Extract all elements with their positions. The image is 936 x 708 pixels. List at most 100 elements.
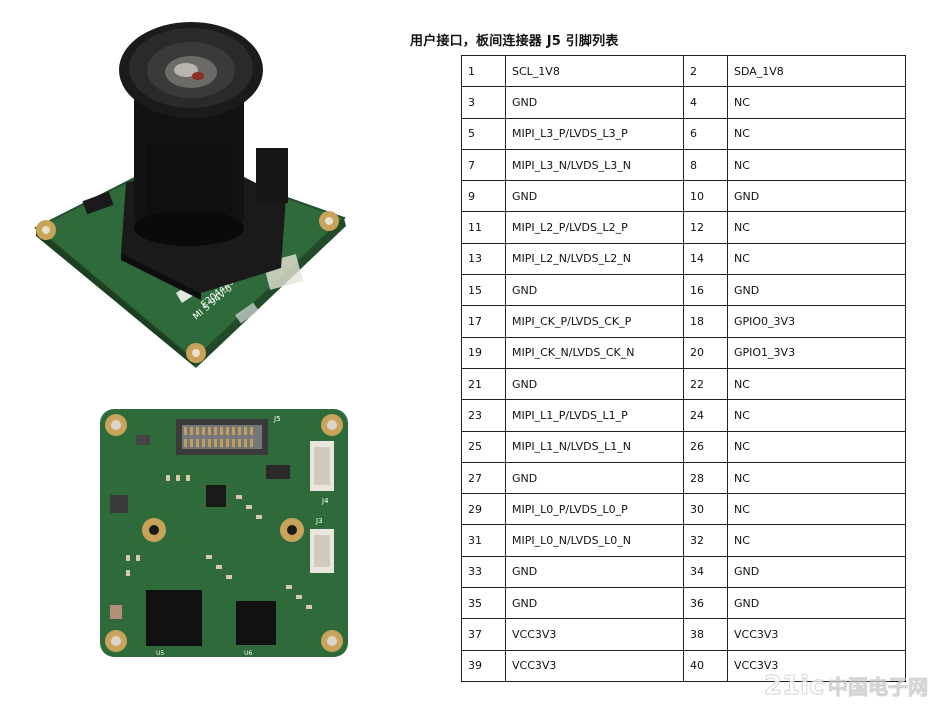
signal-cell: NC — [727, 242, 906, 276]
signal-cell: VCC3V3 — [727, 618, 906, 651]
signal-cell: NC — [727, 524, 906, 557]
signal-cell: GND — [727, 555, 906, 589]
signal-cell: MIPI_L2_N/LVDS_L2_N — [505, 242, 684, 276]
signal-cell: GND — [505, 86, 684, 119]
signal-cell: GND — [727, 587, 906, 620]
pin-number-cell: 36 — [683, 587, 728, 620]
u6-label: U6 — [244, 650, 252, 657]
pin-number-cell: 28 — [683, 461, 728, 495]
watermark-latin: 21ic — [764, 671, 825, 701]
pin-number-cell: 35 — [461, 587, 506, 620]
pin-number-cell: 14 — [683, 242, 728, 276]
pin-number-cell: 40 — [683, 649, 728, 682]
pin-number-cell: 22 — [683, 367, 728, 401]
signal-cell: GND — [505, 461, 684, 495]
pin-number-cell: 38 — [683, 618, 728, 651]
signal-cell: VCC3V3 — [505, 618, 684, 651]
product-images: E204480 MI S 94V-0 — [0, 0, 380, 708]
signal-cell: NC — [727, 117, 906, 150]
pin-number-cell: 19 — [461, 336, 506, 369]
signal-cell: VCC3V3 — [505, 649, 684, 682]
signal-cell: NC — [727, 86, 906, 119]
signal-cell: NC — [727, 493, 906, 526]
signal-cell: MIPI_L1_P/LVDS_L1_P — [505, 399, 684, 432]
pin-number-cell: 23 — [461, 399, 506, 432]
pin-number-cell: 4 — [683, 86, 728, 119]
pin-number-cell: 32 — [683, 524, 728, 557]
signal-cell: NC — [727, 399, 906, 432]
pin-number-cell: 5 — [461, 117, 506, 150]
pin-number-cell: 30 — [683, 493, 728, 526]
signal-cell: GND — [505, 180, 684, 213]
pin-number-cell: 6 — [683, 117, 728, 150]
signal-cell: MIPI_L3_P/LVDS_L3_P — [505, 117, 684, 150]
signal-cell: MIPI_L0_P/LVDS_L0_P — [505, 493, 684, 526]
site-watermark: 21ic 中国电子网 — [764, 671, 929, 702]
pin-number-cell: 26 — [683, 430, 728, 463]
pin-number-cell: 9 — [461, 180, 506, 213]
signal-cell: GND — [505, 555, 684, 589]
page-title: 用户接口，板间连接器 J5 引脚列表 — [410, 34, 619, 49]
watermark-cn: 中国电子网 — [828, 675, 928, 699]
signal-cell: NC — [727, 461, 906, 495]
signal-cell: GPIO0_3V3 — [727, 305, 906, 338]
signal-cell: GND — [505, 587, 684, 620]
signal-cell: GND — [505, 367, 684, 401]
pin-number-cell: 11 — [461, 211, 506, 244]
j5-label: J5 — [273, 415, 281, 423]
signal-cell: MIPI_L1_N/LVDS_L1_N — [505, 430, 684, 463]
pin-number-cell: 8 — [683, 148, 728, 182]
signal-cell: SCL_1V8 — [505, 54, 684, 88]
signal-cell: NC — [727, 211, 906, 244]
pin-number-cell: 16 — [683, 274, 728, 307]
pin-number-cell: 20 — [683, 336, 728, 369]
pcb-bottom-photo: J5 J4 J3 U5 U6 — [100, 409, 348, 657]
signal-cell: GND — [727, 180, 906, 213]
pin-number-cell: 31 — [461, 524, 506, 557]
pin-number-cell: 7 — [461, 148, 506, 182]
pin-number-cell: 1 — [461, 54, 506, 88]
signal-cell: VCC3V3 — [727, 649, 906, 682]
pin-number-cell: 37 — [461, 618, 506, 651]
pin-number-cell: 27 — [461, 461, 506, 495]
pin-number-cell: 25 — [461, 430, 506, 463]
pin-number-cell: 15 — [461, 274, 506, 307]
pin-number-cell: 3 — [461, 86, 506, 119]
j4-label: J4 — [321, 497, 329, 505]
signal-cell: NC — [727, 430, 906, 463]
pin-number-cell: 17 — [461, 305, 506, 338]
pin-number-cell: 34 — [683, 555, 728, 589]
signal-cell: MIPI_L3_N/LVDS_L3_N — [505, 148, 684, 182]
pin-number-cell: 12 — [683, 211, 728, 244]
signal-cell: MIPI_L0_N/LVDS_L0_N — [505, 524, 684, 557]
pin-number-cell: 10 — [683, 180, 728, 213]
pin-number-cell: 24 — [683, 399, 728, 432]
signal-cell: NC — [727, 367, 906, 401]
signal-cell: GND — [727, 274, 906, 307]
u5-label: U5 — [156, 650, 164, 657]
pin-number-cell: 33 — [461, 555, 506, 589]
pin-number-cell: 21 — [461, 367, 506, 401]
